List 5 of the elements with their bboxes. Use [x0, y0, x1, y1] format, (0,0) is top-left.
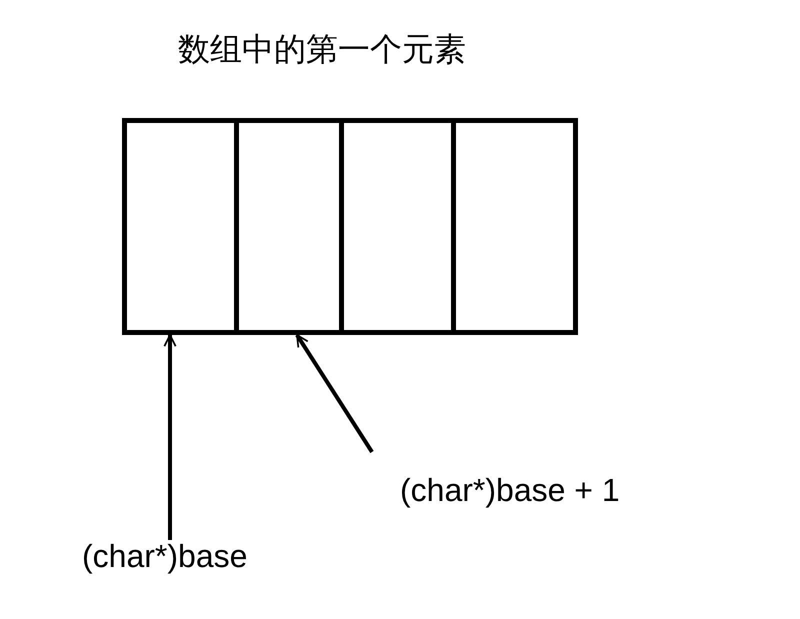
pointer-label: (char*)base — [82, 538, 248, 575]
arrow — [295, 334, 374, 454]
title: 数组中的第一个元素 — [178, 29, 466, 70]
arrow — [164, 334, 176, 540]
pointer-label: (char*)base + 1 — [400, 472, 620, 509]
